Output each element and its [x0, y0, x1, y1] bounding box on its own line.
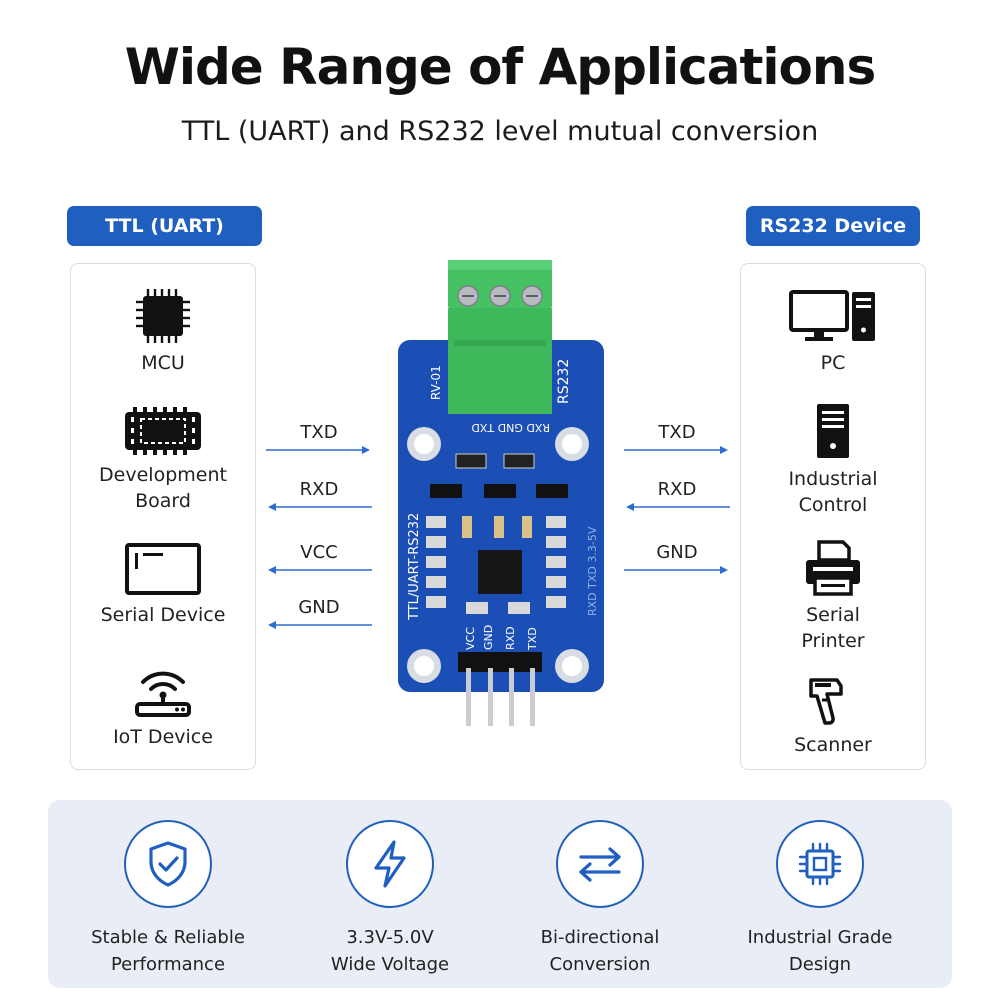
page-title: Wide Range of Applications [124, 38, 877, 96]
signal-label: GND [656, 542, 698, 563]
feature-label: Stable & Reliable Performance [91, 927, 245, 975]
ttl-device-panel: MCU Development Board Serial Device [70, 263, 256, 770]
feature-industrial-grade: Industrial Grade Design [720, 820, 920, 978]
device-industrial-control: Industrial Control [741, 402, 925, 518]
signal-rxd-right: RXD [624, 479, 730, 513]
shield-check-icon [149, 841, 187, 887]
device-label: MCU [141, 352, 185, 374]
mounting-holes [407, 427, 589, 683]
printer-icon [806, 540, 860, 596]
feature-stable-reliable: Stable & Reliable Performance [68, 820, 268, 978]
dev-board-icon [125, 407, 201, 455]
signal-label: RXD [299, 479, 339, 500]
signal-rxd-left: RXD [266, 479, 372, 513]
rs232-device-panel: PC Industrial Control Serial Printer Sca… [740, 263, 926, 770]
device-pc: PC [741, 288, 925, 376]
signal-vcc-left: VCC [266, 542, 372, 576]
device-label: Scanner [794, 734, 872, 756]
device-label: Development Board [99, 464, 227, 512]
signal-label: TXD [658, 422, 696, 443]
barcode-scanner-icon [809, 678, 843, 725]
pin-label-txd: TXD [526, 627, 539, 651]
features-bar: Stable & Reliable Performance 3.3V-5.0V … [48, 800, 952, 988]
feature-label: 3.3V-5.0V Wide Voltage [330, 927, 450, 975]
arrow-right-icon [266, 446, 370, 454]
board-side-left-text: TTL/UART-RS232 [407, 513, 422, 621]
arrow-right-icon [624, 446, 728, 454]
device-label: Serial Device [100, 604, 226, 626]
device-label: Industrial Control [788, 468, 878, 516]
signal-label: RXD [657, 479, 697, 500]
screw-terminal [448, 260, 552, 414]
arrow-right-icon [624, 566, 728, 574]
feature-label: Industrial Grade Design [747, 927, 893, 975]
pin-label-vcc: VCC [464, 627, 477, 650]
signal-label: VCC [300, 542, 338, 563]
page-subtitle: TTL (UART) and RS232 level mutual conver… [181, 116, 819, 147]
pin-label-rxd: RXD [504, 626, 517, 650]
device-label: IoT Device [113, 726, 213, 748]
signal-gnd-right: GND [624, 542, 730, 576]
processor-icon [798, 842, 842, 886]
device-label: PC [820, 352, 846, 374]
arrow-left-icon [268, 621, 372, 629]
ttl-rs232-board: RV-01 RS232 RXD GND TXD TTL/UART-RS232 R… [398, 260, 604, 726]
chip-icon [136, 289, 190, 343]
device-development-board: Development Board [71, 406, 255, 514]
signal-gnd-left: GND [266, 597, 372, 631]
board-side-right-text: RXD TXD 3.3-5V [586, 526, 599, 616]
desktop-pc-icon [789, 290, 875, 341]
device-serial-printer: Serial Printer [741, 540, 925, 654]
ttl-device-tag: TTL (UART) Device [67, 206, 262, 277]
signal-txd-left: TXD [266, 422, 372, 456]
device-label: Serial Printer [801, 604, 865, 652]
router-icon [135, 671, 191, 717]
board-rv01-text: RV-01 [429, 365, 443, 400]
rs232-device-tag: RS232 Device [746, 206, 920, 246]
feature-wide-voltage: 3.3V-5.0V Wide Voltage [290, 820, 490, 978]
pin-label-gnd: GND [482, 625, 495, 650]
feature-bidirectional: Bi-directional Conversion [500, 820, 700, 978]
board-rs232-text: RS232 [556, 359, 572, 404]
signal-label: TXD [300, 422, 338, 443]
device-iot: IoT Device [71, 660, 255, 750]
arrow-left-icon [626, 503, 730, 511]
device-serial-device: Serial Device [71, 542, 255, 628]
board-terminal-labels: RXD GND TXD [471, 421, 550, 434]
swap-arrows-icon [579, 847, 621, 882]
device-scanner: Scanner [741, 674, 925, 758]
signal-txd-right: TXD [624, 422, 730, 456]
device-mcu: MCU [71, 288, 255, 376]
signal-label: GND [298, 597, 340, 618]
server-tower-icon [817, 404, 849, 458]
lightning-icon [374, 840, 406, 888]
smd-components [426, 453, 568, 614]
arrow-left-icon [268, 566, 372, 574]
feature-label: Bi-directional Conversion [540, 927, 660, 975]
arrow-left-icon [268, 503, 372, 511]
pin-header [458, 652, 542, 726]
serial-device-icon [125, 543, 201, 595]
